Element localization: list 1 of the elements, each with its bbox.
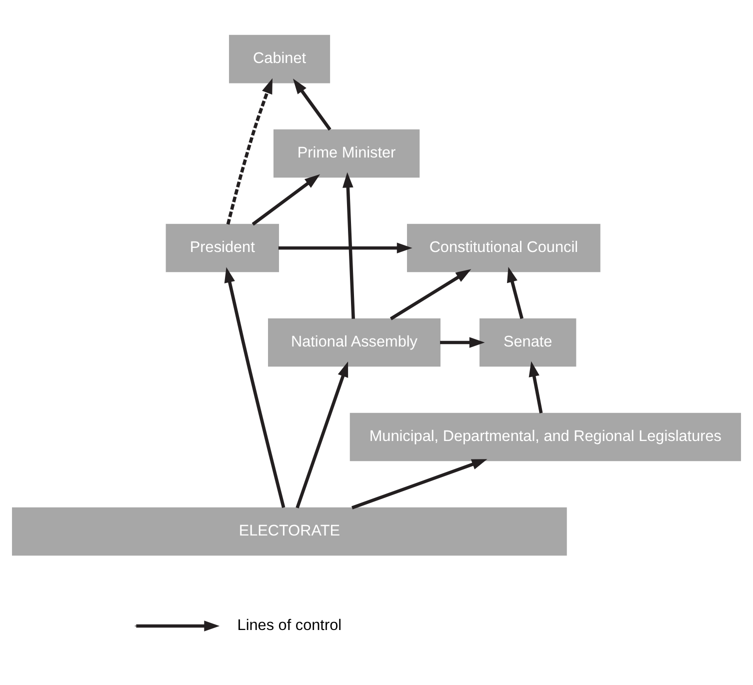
legend-label: Lines of control xyxy=(237,617,342,634)
